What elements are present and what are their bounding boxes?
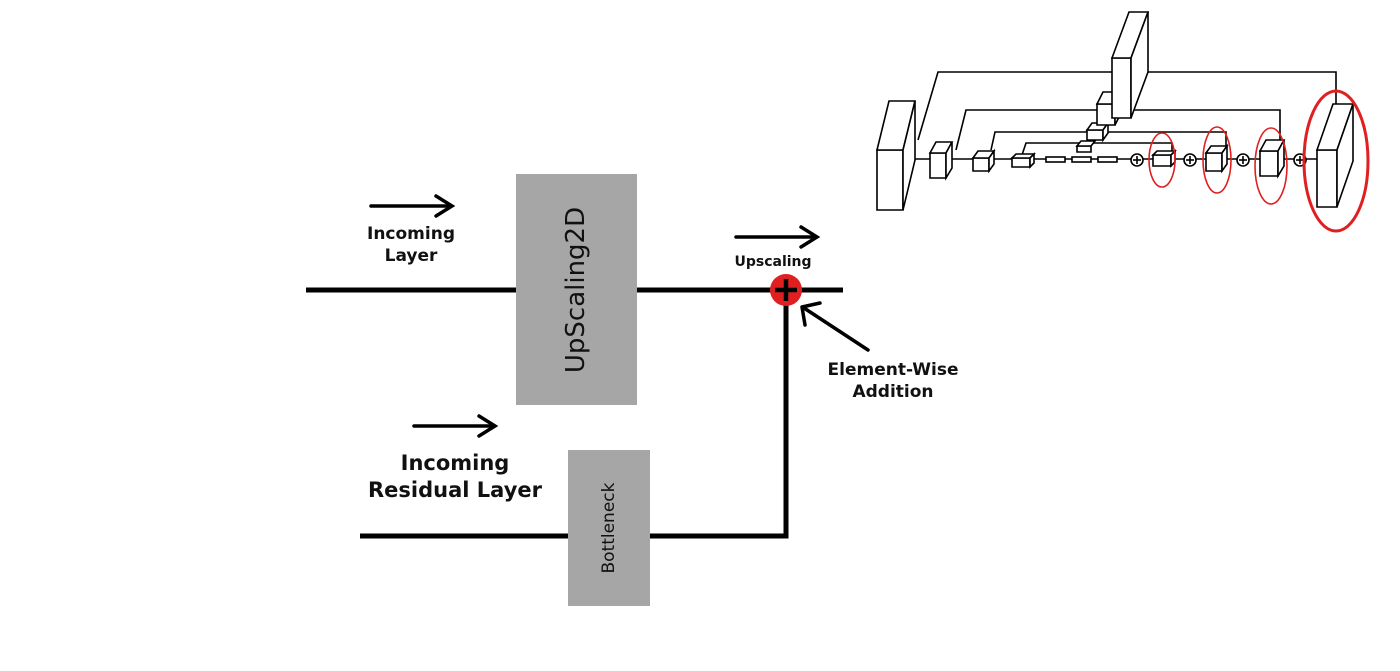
incoming-residual-layer-line1: Incoming bbox=[400, 451, 510, 475]
bottleneck-block-label: Bottleneck bbox=[599, 482, 619, 574]
thumb-block bbox=[1097, 156, 1118, 163]
highlight-rings bbox=[1148, 89, 1370, 233]
upscaling2d-block bbox=[516, 174, 637, 405]
upscaling-label: Upscaling bbox=[734, 254, 812, 270]
incoming-residual-layer-label: Incoming Residual Layer bbox=[349, 450, 561, 505]
incoming-layer-label-line2: Layer bbox=[384, 246, 438, 267]
element-wise-addition-line1: Element-Wise bbox=[827, 360, 959, 380]
element-wise-addition-line2: Addition bbox=[852, 382, 934, 403]
thumb-block bbox=[1204, 143, 1229, 174]
thumb-block bbox=[875, 100, 917, 211]
thumb-block bbox=[1315, 103, 1355, 208]
residual-line-out bbox=[649, 300, 789, 539]
thumb-block bbox=[1071, 156, 1092, 163]
arrow-right-icon bbox=[412, 414, 499, 438]
incoming-layer-label: Incoming Layer bbox=[351, 223, 471, 267]
arrow-right-icon bbox=[734, 225, 821, 249]
thumb-block bbox=[1075, 140, 1097, 153]
thumb-block bbox=[971, 148, 996, 174]
plus-icon bbox=[1130, 153, 1144, 167]
arrow-right-icon bbox=[369, 194, 456, 218]
incoming-layer-label-line1: Incoming bbox=[367, 224, 455, 244]
thumb-block bbox=[928, 141, 954, 181]
arrow-up-left-icon bbox=[800, 301, 870, 352]
architecture-thumbnail bbox=[875, 11, 1355, 211]
thumb-block bbox=[1258, 139, 1286, 179]
bottleneck-block bbox=[568, 450, 650, 606]
plus-icon bbox=[1183, 153, 1197, 167]
thumb-block bbox=[1085, 120, 1110, 143]
upscaling2d-block-label: UpScaling2D bbox=[561, 206, 591, 374]
plus-icon bbox=[1236, 153, 1250, 167]
thumb-block bbox=[1151, 149, 1177, 168]
skip-line-inner bbox=[990, 131, 1227, 155]
plus-icon bbox=[770, 274, 802, 306]
element-wise-addition-label: Element-Wise Addition bbox=[818, 359, 968, 403]
incoming-residual-layer-line2: Residual Layer bbox=[368, 478, 542, 503]
thumb-block bbox=[1010, 152, 1036, 169]
thumb-block bbox=[1110, 11, 1150, 119]
thumb-block bbox=[1045, 156, 1066, 163]
